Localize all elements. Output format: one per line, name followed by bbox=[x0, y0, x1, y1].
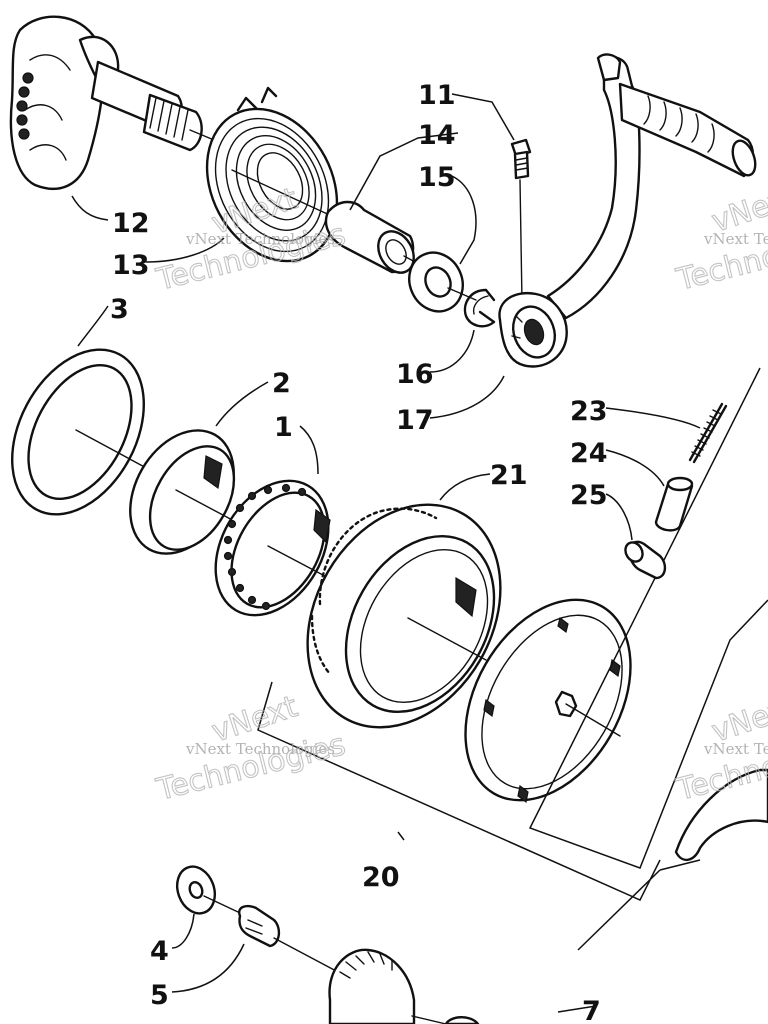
label-21: 21 bbox=[490, 460, 528, 491]
part-23-spring bbox=[688, 402, 728, 464]
watermark-upper-right: vNext vNext Technologies Technologies bbox=[672, 179, 768, 299]
part-bottom-gear bbox=[328, 948, 480, 1024]
label-1: 1 bbox=[274, 412, 293, 443]
label-12: 12 bbox=[112, 208, 150, 239]
label-15: 15 bbox=[418, 162, 456, 193]
label-24: 24 bbox=[570, 438, 608, 469]
housing-edge-lines bbox=[528, 367, 768, 869]
part-number-labels: 12 13 11 14 15 16 17 3 2 1 21 23 24 25 2… bbox=[110, 80, 608, 1024]
part-2-bearing-cup bbox=[129, 429, 237, 555]
part-1-roller-bearing bbox=[214, 479, 341, 617]
bottom-shaft-line bbox=[411, 1015, 447, 1024]
label-7: 7 bbox=[582, 996, 601, 1024]
watermark-lower-left: vNext vNext Technologies Technologies bbox=[152, 689, 350, 809]
part-3-outer-ring bbox=[11, 348, 151, 516]
part-11-bolt bbox=[510, 138, 532, 303]
part-24-pin bbox=[654, 476, 694, 532]
label-11: 11 bbox=[418, 80, 456, 111]
svg-text:vNext Technologies: vNext Technologies bbox=[703, 740, 768, 758]
leader-lines bbox=[71, 93, 701, 1013]
part-17-kick-lever bbox=[498, 53, 757, 368]
part-5-bushing bbox=[238, 904, 339, 973]
part-4-washer bbox=[175, 865, 239, 915]
label-23: 23 bbox=[570, 396, 608, 427]
part-25-roller bbox=[624, 540, 667, 580]
part-12-kick-shaft bbox=[9, 15, 215, 190]
label-16: 16 bbox=[396, 359, 434, 390]
part-20-clutch-plate bbox=[464, 598, 632, 804]
label-5: 5 bbox=[150, 980, 169, 1011]
label-20: 20 bbox=[362, 862, 400, 893]
group-20-leader bbox=[397, 831, 405, 841]
part-15-washer bbox=[408, 251, 477, 313]
part-13-recoil-spring bbox=[205, 86, 339, 263]
label-25: 25 bbox=[570, 480, 608, 511]
label-3: 3 bbox=[110, 294, 129, 325]
partial-part-right bbox=[674, 768, 768, 861]
label-13: 13 bbox=[112, 250, 150, 281]
label-2: 2 bbox=[272, 368, 291, 399]
part-14-bushing bbox=[324, 200, 431, 274]
part-16-circlip bbox=[463, 288, 496, 328]
svg-text:vNext Technologies: vNext Technologies bbox=[703, 230, 768, 248]
label-4: 4 bbox=[150, 936, 169, 967]
svg-text:vNext Technologies: vNext Technologies bbox=[185, 230, 335, 248]
label-17: 17 bbox=[396, 405, 434, 436]
label-14: 14 bbox=[418, 120, 456, 151]
svg-text:vNext Technologies: vNext Technologies bbox=[185, 740, 335, 758]
part-21-ring-gear bbox=[306, 503, 502, 729]
